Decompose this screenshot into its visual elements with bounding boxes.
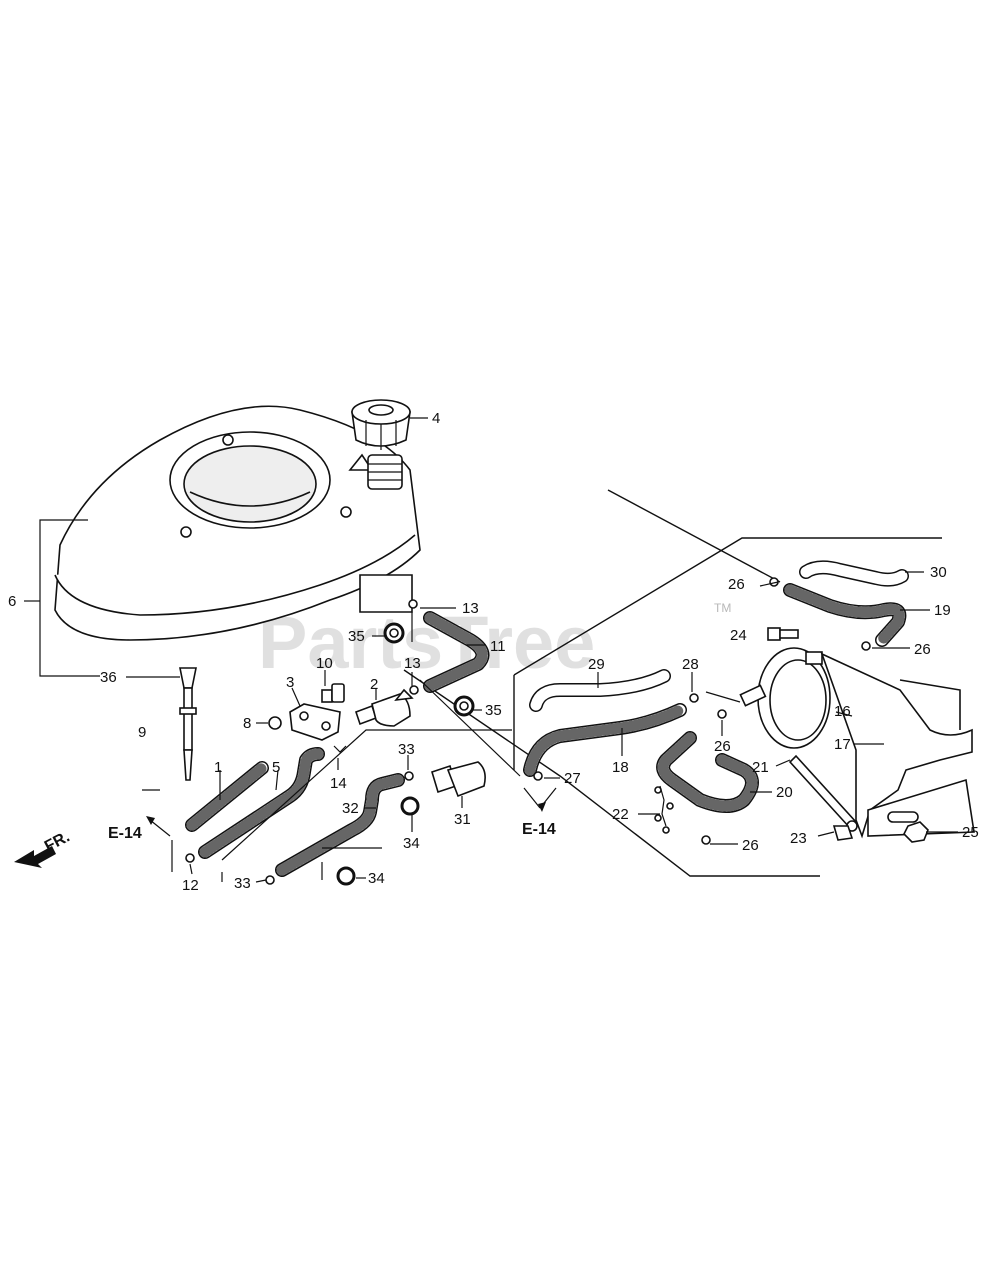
hose-20[interactable] [656, 731, 759, 813]
clip-26-c[interactable] [717, 709, 727, 719]
left-leader-lines [142, 612, 521, 882]
callout-31[interactable]: 31 [454, 811, 471, 828]
callout-34b[interactable]: 34 [368, 870, 385, 887]
hose-32[interactable] [275, 773, 405, 877]
nut-8[interactable] [268, 716, 282, 730]
hose-1[interactable] [185, 761, 269, 832]
rod-21[interactable] [788, 754, 858, 832]
clip-33-lower[interactable] [265, 875, 275, 885]
clamp-23[interactable] [832, 825, 854, 841]
callout-18[interactable]: 18 [612, 759, 629, 776]
clamp-35-upper[interactable] [383, 622, 405, 644]
canister-16[interactable] [739, 647, 831, 749]
watermark-trademark: TM [714, 601, 731, 615]
clamp-34-upper[interactable] [400, 796, 420, 816]
bracket-3[interactable] [289, 703, 341, 741]
callout-32[interactable]: 32 [342, 800, 359, 817]
filler-neck [367, 454, 403, 490]
callout-21[interactable]: 21 [752, 759, 769, 776]
callout-5[interactable]: 5 [272, 759, 280, 776]
hose-11[interactable] [423, 611, 490, 693]
bolt-24[interactable] [767, 627, 799, 641]
callout-17[interactable]: 17 [834, 736, 851, 753]
callout-leaders [24, 417, 958, 883]
callout-34a[interactable]: 34 [403, 835, 420, 852]
callout-25[interactable]: 25 [962, 824, 979, 841]
ref-right-e14[interactable]: E-14 [522, 802, 556, 838]
callout-16[interactable]: 16 [834, 703, 851, 720]
callout-35a[interactable]: 35 [348, 628, 365, 645]
fuel-tank[interactable] [54, 405, 421, 641]
bolt-9[interactable] [179, 687, 197, 781]
callout-26d[interactable]: 26 [742, 837, 759, 854]
fuel-cock-2[interactable] [354, 688, 414, 727]
callout-35b[interactable]: 35 [485, 702, 502, 719]
clip-12[interactable] [185, 853, 195, 863]
clip-13-lower[interactable] [409, 685, 419, 695]
clip-28[interactable] [689, 693, 699, 703]
hose-5[interactable] [198, 747, 325, 859]
callout-19[interactable]: 19 [934, 602, 951, 619]
callout-numbers: 4 6 36 9 8 3 10 2 13 35 11 13 35 1 5 14 … [8, 410, 979, 894]
callout-4[interactable]: 4 [432, 410, 440, 427]
hose-19[interactable] [783, 583, 907, 647]
callout-22[interactable]: 22 [612, 806, 629, 823]
tank-bracket-line [39, 519, 100, 677]
clip-27[interactable] [533, 771, 543, 781]
callout-9[interactable]: 9 [138, 724, 146, 741]
screw-10[interactable] [321, 683, 345, 703]
nut-25[interactable] [903, 821, 929, 843]
callout-33b[interactable]: 33 [234, 875, 251, 892]
grommet-36[interactable] [179, 667, 197, 689]
hose-30[interactable] [799, 560, 909, 587]
clamp-35-lower[interactable] [453, 695, 475, 717]
callout-10[interactable]: 10 [316, 655, 333, 672]
callout-1[interactable]: 1 [214, 759, 222, 776]
callout-29[interactable]: 29 [588, 656, 605, 673]
ref-left-e14[interactable]: E-14 [108, 816, 171, 842]
callout-28[interactable]: 28 [682, 656, 699, 673]
bracket-22[interactable] [654, 785, 674, 834]
right-subassembly-frame [403, 489, 942, 877]
callout-8[interactable]: 8 [243, 715, 251, 732]
front-direction-arrow: FR. [14, 828, 73, 868]
callout-24[interactable]: 24 [730, 627, 747, 644]
callout-26a[interactable]: 26 [728, 576, 745, 593]
clip-26-b[interactable] [861, 641, 871, 651]
callout-13a[interactable]: 13 [462, 600, 479, 617]
hose-18[interactable] [523, 703, 687, 777]
callout-3[interactable]: 3 [286, 674, 294, 691]
clip-33-upper[interactable] [404, 771, 414, 781]
clip-14[interactable] [333, 745, 347, 753]
callout-11[interactable]: 11 [490, 638, 506, 655]
callout-12[interactable]: 12 [182, 877, 199, 894]
cover-17[interactable] [820, 652, 975, 839]
callout-2[interactable]: 2 [370, 676, 378, 693]
clip-13-upper[interactable] [408, 599, 418, 609]
callout-26c[interactable]: 26 [714, 738, 731, 755]
callout-30[interactable]: 30 [930, 564, 947, 581]
ref-left-label: E-14 [108, 825, 142, 842]
clamp-34-lower[interactable] [336, 866, 356, 886]
callout-33a[interactable]: 33 [398, 741, 415, 758]
callout-27[interactable]: 27 [564, 770, 581, 787]
callout-6[interactable]: 6 [8, 593, 16, 610]
clip-26-d[interactable] [701, 835, 711, 845]
fitting-31[interactable] [431, 761, 486, 798]
callout-36[interactable]: 36 [100, 669, 117, 686]
callout-23[interactable]: 23 [790, 830, 807, 847]
callout-14[interactable]: 14 [330, 775, 347, 792]
callout-20[interactable]: 20 [776, 784, 793, 801]
ref-right-label: E-14 [522, 821, 556, 838]
fuel-cap[interactable] [351, 399, 411, 450]
callout-13b[interactable]: 13 [404, 655, 421, 672]
hose-29[interactable] [529, 669, 671, 712]
callout-26b[interactable]: 26 [914, 641, 931, 658]
